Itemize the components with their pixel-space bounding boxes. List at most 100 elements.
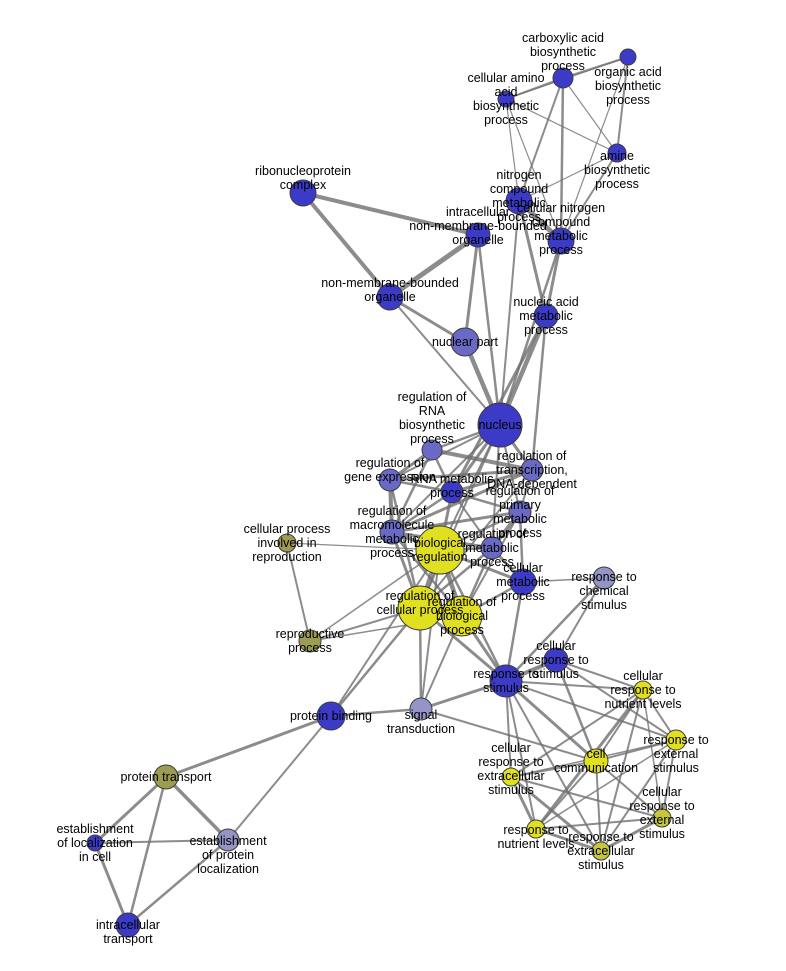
node-intracellular-transport[interactable] (115, 912, 141, 938)
edge-30-34 (535, 739, 677, 830)
edge-8-12 (476, 233, 502, 427)
edge-38-41 (126, 775, 168, 927)
node-cell-communication[interactable] (583, 748, 609, 774)
edge-8-11 (463, 233, 480, 344)
edge-3-7 (505, 98, 562, 242)
edge-3-6 (505, 98, 520, 202)
edge-2-7 (560, 56, 629, 242)
edge-31-34 (535, 760, 597, 830)
node-response-to-stimulus[interactable] (489, 664, 523, 698)
node-intracellular-non-membrane-bounded-organelle[interactable] (465, 222, 491, 248)
node-cellular-response-to-nutrient-levels[interactable] (633, 680, 653, 700)
node-response-to-extracellular-stimulus[interactable] (591, 841, 611, 861)
edge-19-37 (420, 549, 441, 710)
edge-9-11 (388, 295, 467, 344)
nodes-layer (86, 48, 687, 938)
node-regulation-of-macromolecule-metabolic-process[interactable] (379, 519, 405, 545)
edge-28-29 (505, 680, 644, 691)
node-establishment-of-protein-localization[interactable] (216, 828, 240, 852)
edge-29-33 (642, 689, 663, 819)
edge-33-35 (599, 816, 664, 853)
edge-29-32 (510, 689, 644, 778)
node-reproductive-process[interactable] (298, 629, 322, 653)
edge-38-40 (164, 775, 230, 842)
edge-30-33 (661, 739, 677, 819)
node-response-to-external-stimulus[interactable] (665, 729, 687, 751)
node-rna-metabolic-process[interactable] (440, 480, 464, 504)
edge-15-22 (419, 469, 533, 609)
edge-6-12 (499, 200, 520, 426)
edge-1-4 (562, 77, 618, 154)
edge-23-25 (309, 615, 463, 642)
edge-26-27 (555, 577, 605, 661)
node-cellular-process-involved-in-reproduction[interactable] (277, 533, 297, 553)
edge-31-33 (595, 760, 663, 819)
edge-27-29 (555, 659, 644, 691)
edge-36-40 (227, 715, 332, 841)
node-carboxylic-acid-biosynthetic-process[interactable] (552, 67, 574, 89)
node-signal-transduction[interactable] (409, 697, 433, 721)
node-non-membrane-bounded-organelle[interactable] (376, 283, 404, 311)
node-cellular-response-to-external-stimulus[interactable] (652, 808, 672, 828)
node-regulation-of-biological-process[interactable] (441, 595, 483, 637)
edge-39-40 (94, 839, 229, 844)
edge-27-31 (554, 658, 598, 763)
node-amine-biosynthetic-process[interactable] (607, 143, 627, 163)
edge-40-41 (126, 838, 230, 927)
node-response-to-nutrient-levels[interactable] (526, 819, 546, 839)
node-nucleus[interactable] (477, 402, 523, 448)
node-regulation-of-primary-metabolic-process[interactable] (508, 500, 532, 524)
node-response-to-chemical-stimulus[interactable] (592, 566, 616, 590)
node-nucleic-acid-metabolic-process[interactable] (533, 303, 559, 329)
edge-10-15 (530, 314, 548, 472)
edge-1-7 (559, 76, 565, 243)
node-nuclear-part[interactable] (450, 327, 480, 357)
node-cellular-amino-acid-biosynthetic-process[interactable] (497, 90, 515, 108)
edge-1-6 (518, 77, 564, 202)
node-regulation-of-metabolic-process[interactable] (480, 536, 504, 560)
edge-38-39 (93, 775, 168, 845)
edge-19-24 (286, 542, 441, 551)
node-biological-regulation[interactable] (415, 525, 465, 575)
edge-19-25 (309, 549, 441, 642)
edge-31-35 (595, 760, 602, 852)
edge-32-35 (509, 775, 603, 853)
edge-36-37 (329, 707, 423, 718)
edge-9-12 (389, 296, 501, 426)
node-regulation-of-cellular-process[interactable] (397, 585, 443, 631)
edge-28-31 (504, 679, 598, 763)
node-organic-acid-biosynthetic-process[interactable] (619, 48, 637, 66)
edge-24-25 (286, 542, 311, 642)
node-regulation-of-gene-expression[interactable] (378, 468, 402, 492)
node-regulation-of-rna-biosynthetic-process[interactable] (421, 439, 443, 461)
node-regulation-of-transcription-dna-dependent[interactable] (520, 458, 544, 482)
node-ribonucleoprotein-complex[interactable] (289, 179, 317, 207)
node-cellular-response-to-extracellular-stimulus[interactable] (501, 767, 521, 787)
edge-4-6 (518, 152, 618, 202)
node-nitrogen-compound-metabolic-process[interactable] (505, 187, 533, 215)
node-cellular-nitrogen-compound-metabolic-process[interactable] (547, 227, 575, 255)
edge-17-18 (390, 510, 522, 534)
edges-layer (93, 56, 677, 927)
node-protein-transport[interactable] (153, 764, 179, 790)
node-establishment-of-localization-in-cell[interactable] (86, 834, 104, 852)
edge-39-41 (93, 841, 130, 927)
edge-28-35 (505, 680, 602, 852)
edge-4-7 (560, 152, 618, 242)
edge-15-17 (390, 468, 534, 534)
edge-21-28 (504, 580, 525, 683)
node-cellular-response-to-stimulus[interactable] (543, 647, 569, 673)
edge-32-34 (509, 775, 538, 831)
edge-13-15 (430, 448, 534, 472)
node-cellular-metabolic-process[interactable] (509, 568, 537, 596)
edge-30-35 (600, 739, 677, 852)
edge-31-37 (420, 708, 597, 762)
edge-33-34 (535, 817, 663, 830)
edge-19-36 (330, 549, 441, 717)
edge-14-15 (388, 468, 534, 482)
node-protein-binding[interactable] (316, 701, 346, 731)
